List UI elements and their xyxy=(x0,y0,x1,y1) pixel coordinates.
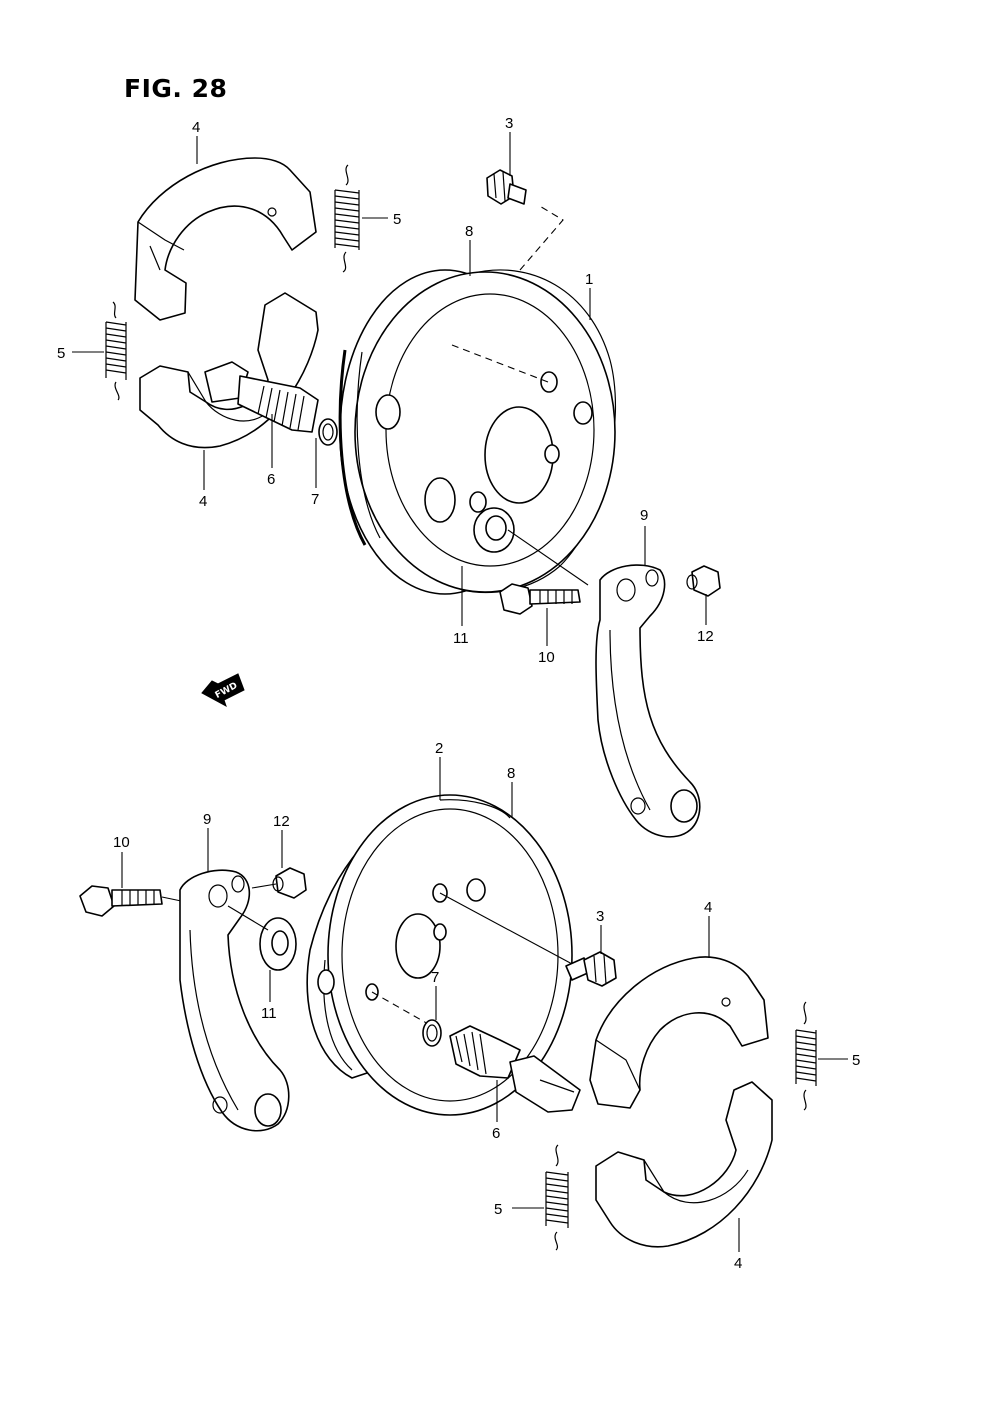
callout-3-top: 3 xyxy=(505,115,513,132)
callout-5-bottom-lower: 5 xyxy=(494,1201,502,1218)
bolt-3-top xyxy=(486,169,527,205)
spring-5-bottom-lower xyxy=(545,1144,569,1251)
leader-lines xyxy=(72,132,848,1252)
brake-arm-9-bottom xyxy=(179,869,290,1132)
brake-drum-1 xyxy=(338,269,617,595)
callout-11-top: 11 xyxy=(453,630,469,647)
brake-shoe-4-bottom-upper xyxy=(589,956,769,1109)
bot-guide-line-nut xyxy=(251,883,277,889)
callout-8-bottom: 8 xyxy=(507,765,515,782)
callout-6-bottom: 6 xyxy=(492,1125,500,1142)
bot-guide-line-washer xyxy=(227,905,269,931)
camshaft-6-bottom xyxy=(449,1025,581,1113)
brake-drum-2 xyxy=(306,794,573,1116)
o-ring-7-bottom xyxy=(422,1019,442,1047)
callout-9-top: 9 xyxy=(640,507,648,524)
callout-1-top: 1 xyxy=(585,271,593,288)
callout-9-bottom: 9 xyxy=(203,811,211,828)
nut-12-top xyxy=(686,565,721,597)
top-guide-line-drum xyxy=(451,344,549,383)
callout-4-top-upper: 4 xyxy=(192,119,200,136)
spring-5-top-right xyxy=(334,164,360,273)
callout-4-top-lower: 4 xyxy=(199,493,207,510)
callout-10-top: 10 xyxy=(538,649,555,666)
top-guide-line-3 xyxy=(519,204,564,271)
bolt-10-bottom xyxy=(79,885,163,917)
bot-guide-line-3 xyxy=(439,892,575,966)
figure-title: FIG. 28 xyxy=(124,74,228,103)
spring-5-bottom-right xyxy=(795,1001,817,1111)
callout-labels: 4 3 5 8 1 5 4 6 7 9 11 10 12 2 8 10 9 12… xyxy=(57,115,860,1272)
callout-7-top: 7 xyxy=(311,491,319,508)
callout-2-bottom: 2 xyxy=(435,740,443,757)
callout-12-bottom: 12 xyxy=(273,813,290,830)
brake-arm-9-top xyxy=(595,564,701,838)
callout-5-bottom-right: 5 xyxy=(852,1052,860,1069)
o-ring-7-top xyxy=(318,418,338,446)
washer-11-bottom xyxy=(259,917,297,971)
brake-shoe-4-bottom-lower xyxy=(595,1081,773,1248)
callout-6-top: 6 xyxy=(267,471,275,488)
callout-12-top: 12 xyxy=(697,628,714,645)
washer-11-top xyxy=(473,507,515,553)
camshaft-6-top xyxy=(204,361,319,433)
bolt-10-top xyxy=(499,583,581,615)
callout-4-bottom-upper: 4 xyxy=(704,899,712,916)
top-guide-line-washer xyxy=(507,529,589,586)
callout-5-top-left: 5 xyxy=(57,345,65,362)
callout-5-top-right: 5 xyxy=(393,211,401,228)
callout-3-bottom: 3 xyxy=(596,908,604,925)
bolt-3-bottom xyxy=(565,951,617,987)
callout-8-top: 8 xyxy=(465,223,473,240)
callout-4-bottom-lower: 4 xyxy=(734,1255,742,1272)
fwd-arrow-icon: FWD xyxy=(201,673,245,708)
callout-7-bottom: 7 xyxy=(431,969,439,986)
callout-11-bottom: 11 xyxy=(261,1005,277,1022)
spring-5-top-left xyxy=(105,301,127,401)
nut-12-bottom xyxy=(272,867,307,899)
callout-10-bottom: 10 xyxy=(113,834,130,851)
brake-shoe-4-top-upper xyxy=(134,157,317,321)
